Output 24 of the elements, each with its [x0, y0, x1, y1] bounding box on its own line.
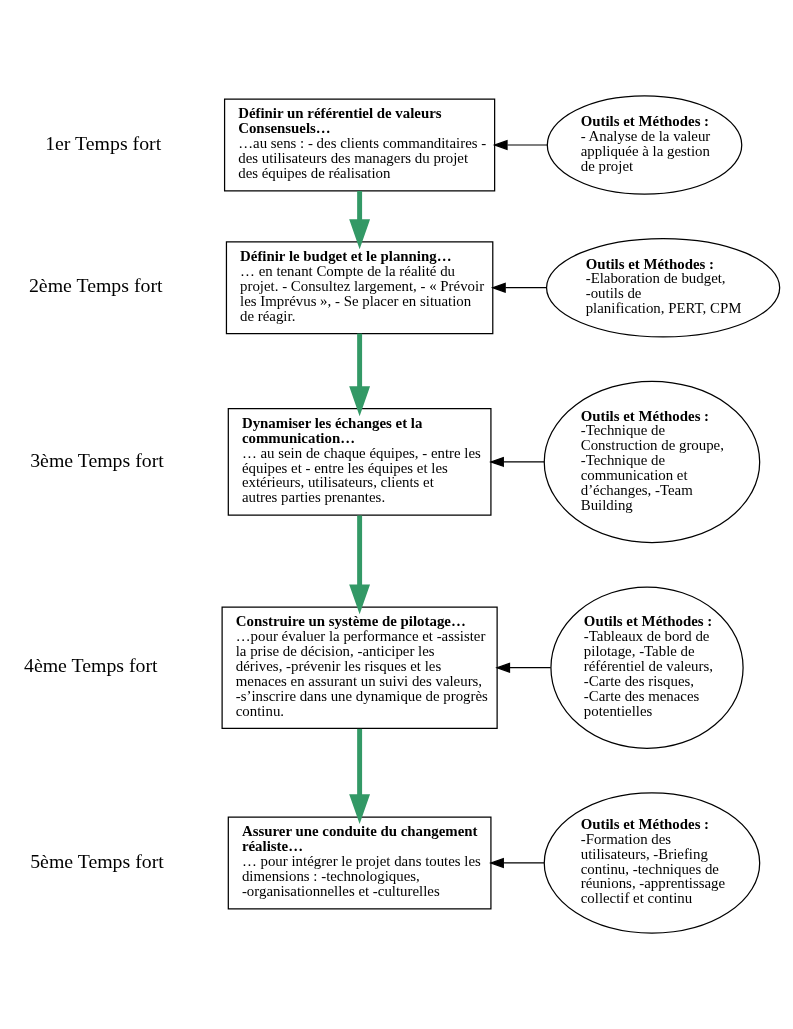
- arrow: [349, 515, 371, 615]
- node-ellipse: Outils et Méthodes : -Technique de Construction de groupe, -Technique de communication et d’échanges, -Team Building: [543, 380, 761, 544]
- node-ellipse: Outils et Méthodes : -Tableaux de bord de pilotage, -Table de référentiel de valeurs, -Carte des risques, -Carte des menaces potentielles: [550, 586, 744, 749]
- arrow: [489, 857, 545, 869]
- arrow: [492, 139, 548, 151]
- node-label: 5ème Temps fort: [30, 849, 164, 872]
- node-ellipse: Outils et Méthodes : -Elaboration de budget, -outils de planification, PERT, CPM: [545, 237, 781, 338]
- arrow: [349, 728, 371, 825]
- node-box: Construire un système de pilotage… …pour évaluer la performance et -assister la prise de décision, -anticiper les dérives, -prévenir les risques et les menaces en assurant un suivi des valeurs, -s’inscrire dans une dynamique de progrès continu.: [221, 606, 498, 730]
- node-label: 4ème Temps fort: [24, 654, 158, 677]
- arrow: [489, 456, 545, 468]
- arrow: [349, 333, 371, 417]
- node-box: Assurer une conduite du changement réaliste… … pour intégrer le projet dans toutes les dimensions : -technologiques, -organisationnelles et -culturelles: [227, 816, 492, 910]
- node-ellipse: Outils et Méthodes : -Formation des utilisateurs, -Briefing continu, -techniques de réunions, -apprentissage collectif et continu: [543, 792, 761, 934]
- node-label: 2ème Temps fort: [28, 274, 163, 297]
- node-ellipse: Outils et Méthodes : - Analyse de la valeur appliquée à la gestion de projet: [546, 95, 743, 195]
- node-box: Définir un référentiel de valeurs Consensuels… …au sens : - des clients commanditaires - des utilisateurs des managers du projet des équipes de réalisation: [223, 98, 496, 192]
- node-box: Dynamiser les échanges et la communication… … au sein de chaque équipes, - entre les équipes et - entre les équipes et les extérieurs, utilisateurs, clients et autres parties prenantes.: [227, 408, 492, 516]
- node-label: 1er Temps fort: [45, 131, 162, 154]
- node-box: Définir le budget et le planning… … en tenant Compte de la réalité du projet. - Consultez largement, - « Prévoir les Imprévus », - Se placer en situation de réagir.: [225, 241, 494, 335]
- arrow: [495, 662, 552, 673]
- arrow: [349, 191, 371, 250]
- arrow: [490, 282, 548, 293]
- node-label: 3ème Temps fort: [30, 448, 164, 471]
